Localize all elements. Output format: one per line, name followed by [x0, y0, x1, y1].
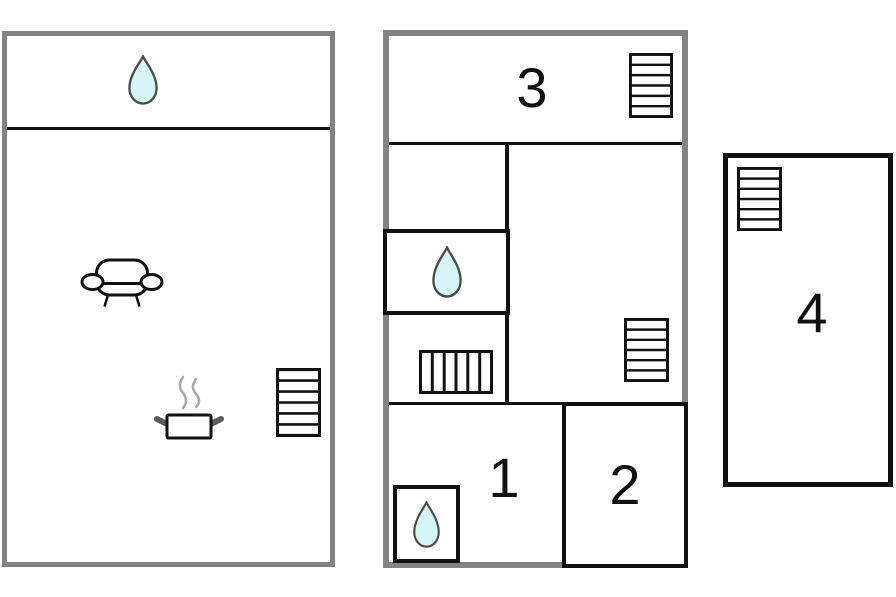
- room-4-label: 4: [796, 281, 828, 344]
- water-drop-icon: [128, 55, 158, 105]
- room-2-box: 2: [562, 402, 688, 568]
- room-3-label: 3: [516, 56, 548, 119]
- water-drop-icon: [431, 246, 462, 298]
- room-1-label: 1: [488, 446, 520, 509]
- sofa-icon: [80, 258, 164, 307]
- interior-wall: [389, 142, 682, 145]
- interior-wall: [7, 127, 330, 130]
- interior-wall: [389, 402, 563, 405]
- stairs-vertical-icon: [419, 350, 493, 394]
- stairs-icon: [276, 368, 321, 437]
- stairs-icon: [624, 318, 669, 382]
- building-middle: 3 1 2: [383, 30, 688, 568]
- stairs-icon: [737, 167, 782, 231]
- building-right: 4: [723, 153, 893, 487]
- room-2-label: 2: [609, 453, 641, 516]
- bathroom-box: [383, 229, 510, 315]
- cooking-pot-icon: [154, 375, 224, 440]
- building-left: [2, 31, 335, 567]
- water-drop-icon: [413, 500, 440, 548]
- bathroom-box-small: [393, 485, 460, 563]
- stairs-icon: [629, 53, 673, 118]
